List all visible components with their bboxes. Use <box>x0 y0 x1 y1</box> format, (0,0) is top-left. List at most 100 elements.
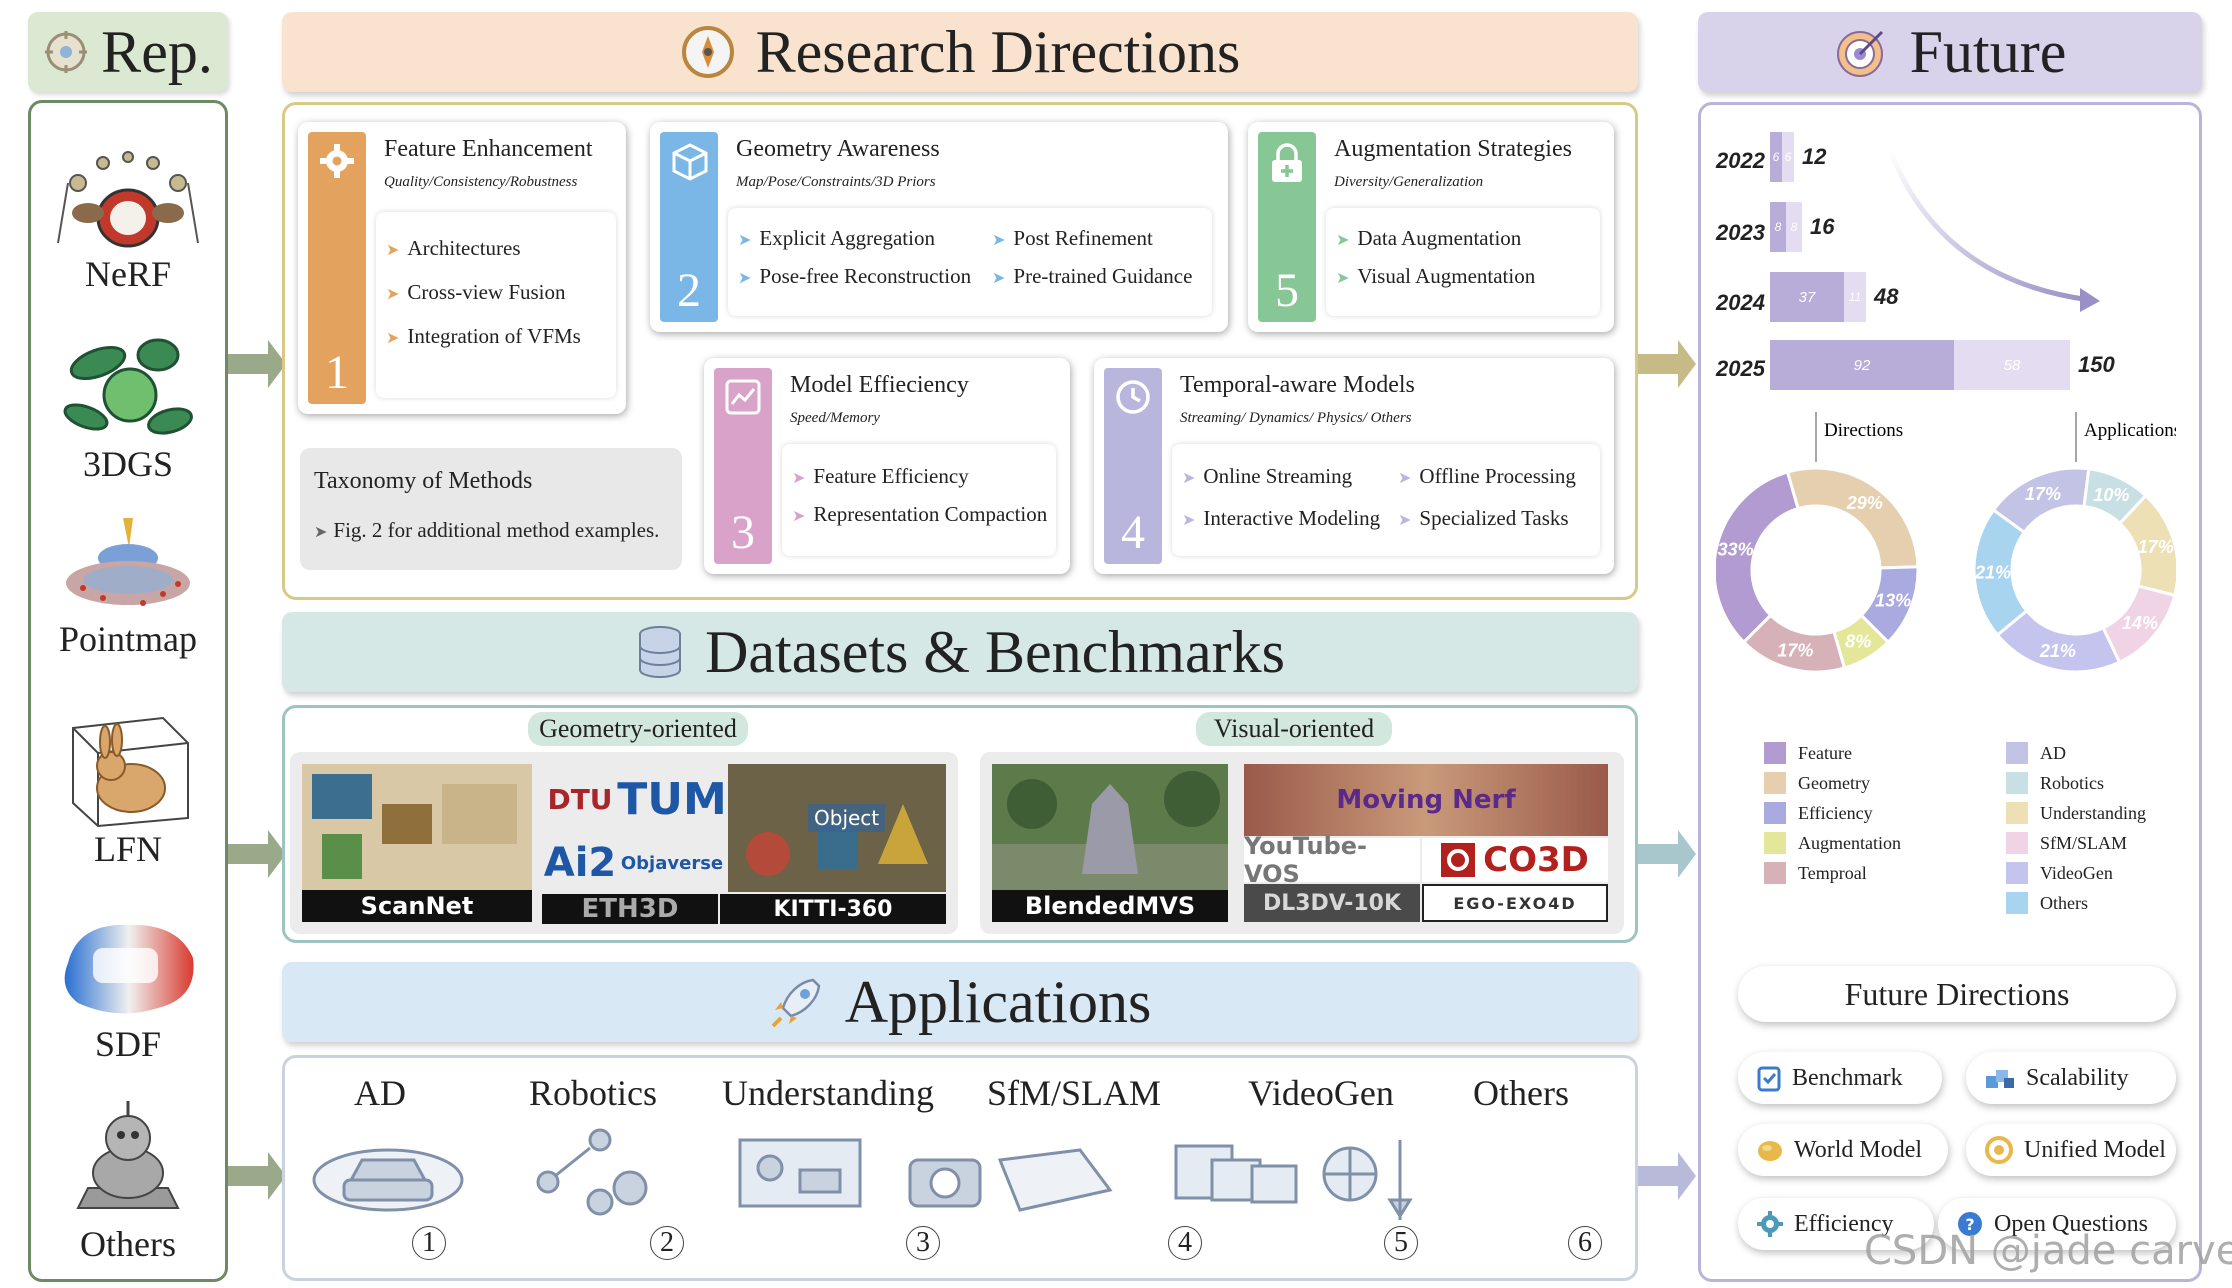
scale-blocks-icon <box>1986 1070 2014 1088</box>
donut-value-label: 21% <box>2039 641 2076 661</box>
year-label: 2023 <box>1716 220 1765 245</box>
legend-label: Robotics <box>2040 772 2105 793</box>
dataset-eth3d[interactable]: ETH3D <box>542 894 718 924</box>
visual-oriented-tag: Visual-oriented <box>1196 712 1392 746</box>
legend-swatch <box>2006 802 2028 824</box>
bullet: ➤Interactive Modeling <box>1182 506 1380 531</box>
bar-segment: 11 <box>1844 272 1866 322</box>
donut-charts: Directions Applications 33%29%13%8%17% 1… <box>1716 412 2176 674</box>
dataset-ego-exo4d[interactable]: EGO-EXO4D <box>1422 884 1608 922</box>
rep-header-title: Rep. <box>101 18 213 85</box>
dataset-kitti-360[interactable]: KITTI-360 <box>720 894 946 924</box>
clock-icon <box>1116 380 1150 414</box>
legend-label: Others <box>2040 892 2088 913</box>
legend-swatch <box>2006 772 2028 794</box>
dataset-objaverse[interactable]: Objaverse <box>620 852 724 874</box>
bar-total-label: 150 <box>2078 352 2115 377</box>
donut-value-label: 33% <box>1718 539 1754 559</box>
legend-item: Augmentation <box>1764 832 1901 854</box>
legend-item: AD <box>2006 742 2066 764</box>
arrow-to-applications <box>228 1152 286 1200</box>
applications-header-title: Applications <box>844 968 1152 1035</box>
app-number: 2 <box>650 1226 684 1260</box>
year-label: 2024 <box>1716 290 1765 315</box>
year-label: 2022 <box>1716 148 1765 173</box>
legend-swatch <box>1764 862 1786 884</box>
bullet-arrow-icon: ➤ <box>314 524 328 541</box>
legend-swatch <box>2006 892 2028 914</box>
rep-label-pointmap: Pointmap <box>58 619 197 659</box>
dataset-object-scene[interactable]: Object <box>728 764 946 892</box>
bullet: ➤Architectures <box>386 236 521 261</box>
lock-plus-icon <box>1272 143 1302 182</box>
arrow-to-datasets <box>228 830 286 878</box>
visual-datasets-group: BlendedMVS Moving Nerf YouTube-VOS CO3D … <box>980 752 1624 934</box>
dataset-co3d[interactable]: CO3D <box>1422 838 1608 882</box>
bullet-text: Pre-trained Guidance <box>1013 264 1193 288</box>
bar-total-label: 16 <box>1810 214 1835 239</box>
rep-item-3dgs: 3DGS <box>31 333 225 485</box>
bullet: ➤Feature Efficiency <box>792 464 969 489</box>
camera-map-icon <box>908 1148 1113 1212</box>
card-number: 5 <box>1275 264 1299 317</box>
card-subtitle: Map/Pose/Constraints/3D Priors <box>736 174 936 190</box>
object-label: Object <box>808 804 886 832</box>
rep-label-others: Others <box>80 1224 176 1264</box>
dataset-dtu[interactable]: DTU <box>547 782 613 816</box>
bullet-text: Pose-free Reconstruction <box>759 264 972 288</box>
app-label-others: Others <box>1473 1073 1569 1113</box>
dataset-dl3dv-10k[interactable]: DL3DV-10K <box>1244 884 1420 922</box>
legend-swatch <box>1764 802 1786 824</box>
bar-total-label: 12 <box>1802 144 1827 169</box>
bullet: ➤Representation Compaction <box>792 502 1047 527</box>
card-bullets: ➤Explicit Aggregation ➤Post Refinement ➤… <box>728 208 1212 316</box>
card-stripe <box>1104 368 1162 564</box>
blendedmvs-thumbnail-icon <box>992 764 1228 890</box>
app-label-robotics: Robotics <box>528 1073 657 1113</box>
question-icon: ? <box>1958 1212 1982 1236</box>
dataset-scannet[interactable]: ScanNet <box>302 764 532 922</box>
bullet-arrow-icon: ➤ <box>738 270 752 287</box>
future-directions-title: Future Directions <box>1738 966 2176 1022</box>
legend-item: Temproal <box>1764 862 1867 884</box>
directions-donut: 33%29%13%8%17% <box>1716 466 1920 674</box>
dataset-ai2[interactable]: Ai2 <box>543 840 617 886</box>
rep-item-pointmap: Pointmap <box>31 508 225 660</box>
card-number: 3 <box>731 506 755 559</box>
legend-item: Efficiency <box>1764 802 1873 824</box>
rep-header: Rep. <box>28 12 228 92</box>
legend-label: Efficiency <box>1798 802 1873 823</box>
applications-header: Applications <box>282 962 1638 1042</box>
world-icon <box>1758 1141 1782 1161</box>
legend-item: Others <box>2006 892 2088 914</box>
card-subtitle: Streaming/ Dynamics/ Physics/ Others <box>1180 410 1412 426</box>
drum-kit-icon <box>57 151 199 248</box>
dataset-blendedmvs[interactable]: BlendedMVS <box>992 764 1228 922</box>
fd-label: Unified Model <box>2024 1136 2166 1163</box>
dataset-moving-nerf[interactable]: Moving Nerf <box>1244 764 1608 836</box>
applications-donut: 17%10%17%14%21%21% <box>1972 466 2176 674</box>
cube-icon <box>672 143 708 181</box>
rep-item-others: Others <box>31 1093 225 1265</box>
legend-swatch <box>2006 742 2028 764</box>
fd-world-model: World Model <box>1738 1124 1948 1176</box>
bar-segment: 58 <box>1954 340 2070 390</box>
app-number: 3 <box>906 1226 940 1260</box>
bullet: ➤Integration of VFMs <box>386 324 581 349</box>
fd-label: Open Questions <box>1994 1210 2148 1237</box>
dataset-youtube-vos[interactable]: YouTube-VOS <box>1244 832 1420 888</box>
dataset-tum[interactable]: TUM <box>617 773 727 825</box>
card-bullets: ➤Data Augmentation ➤Visual Augmentation <box>1326 208 1600 316</box>
bullet: ➤Explicit Aggregation <box>738 226 935 251</box>
arrow-research-to-future <box>1638 340 1696 388</box>
card-title: Geometry Awareness <box>736 136 940 162</box>
card-geometry-awareness: 2 Geometry Awareness Map/Pose/Constraint… <box>650 122 1228 332</box>
legend-item: VideoGen <box>2006 862 2113 884</box>
rep-label-sdf: SDF <box>94 1024 162 1064</box>
bullet-text: Architectures <box>407 236 521 260</box>
arrow-datasets-to-future <box>1638 830 1696 878</box>
legend-label: AD <box>2040 742 2066 763</box>
bullet-arrow-icon: ➤ <box>1336 270 1350 287</box>
bullet: ➤Cross-view Fusion <box>386 280 566 305</box>
figurine-icon <box>76 1101 180 1209</box>
